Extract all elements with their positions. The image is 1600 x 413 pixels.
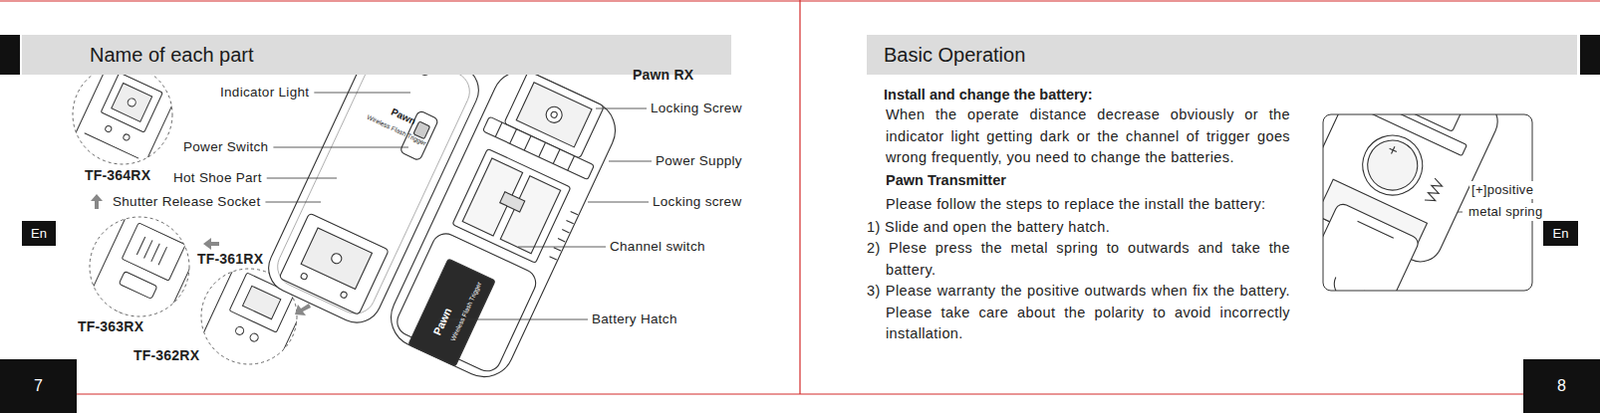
model-label: TF-363RX [77, 317, 144, 336]
language-tab: En [1543, 221, 1579, 247]
part-label: Power Supply [655, 152, 743, 171]
section-heading: Install and change the battery: [883, 85, 1093, 104]
part-label: Power Switch [183, 138, 268, 157]
header-band: Basic Operation [866, 34, 1578, 75]
body-text: When the operate distance decrease obvio… [885, 104, 1291, 170]
node-text: En [30, 226, 47, 242]
node-text: 8 [1557, 377, 1567, 396]
page-number: 7 [0, 359, 77, 413]
step-text: 1) Slide and open the battery hatch. [866, 217, 1110, 240]
callout-label: metal spring [1466, 203, 1545, 222]
edge-bar [0, 34, 20, 75]
model-label: TF-361RX [197, 250, 264, 268]
detail-circle [67, 50, 316, 385]
part-label: Hot Shoe Part [173, 169, 263, 188]
node-text: En [1553, 226, 1570, 242]
part-label: Indicator Light [220, 83, 309, 102]
node-text: Name of each part [89, 43, 255, 67]
node-text: 7 [33, 377, 43, 396]
node-text: Basic Operation [883, 43, 1026, 67]
language-tab: En [21, 221, 56, 247]
part-label: Channel switch [609, 238, 706, 257]
edge-bar [1580, 34, 1600, 75]
model-label: TF-362RX [133, 346, 200, 365]
step-text: 2) Plese press the metal spring to outwa… [866, 238, 1291, 281]
callout-label: [+]positive [1469, 181, 1536, 200]
section-heading: Pawn Transmitter [885, 171, 1007, 190]
receiver-drawing [381, 61, 626, 388]
part-label: Shutter Release Socket [112, 193, 261, 212]
header-band: Name of each part [21, 34, 732, 75]
part-label: Locking screw [652, 193, 742, 212]
page-number: 8 [1523, 359, 1600, 413]
step-text: 3) Please warranty the positive outwards… [866, 280, 1291, 346]
part-label: Locking Screw [650, 99, 743, 118]
body-text: Please follow the steps to replace the i… [885, 194, 1266, 217]
page-frame [0, 0, 1600, 395]
model-label: Pawn RX [632, 65, 694, 84]
part-label: Battery Hatch [591, 310, 678, 329]
model-label: TF-364RX [84, 166, 151, 185]
